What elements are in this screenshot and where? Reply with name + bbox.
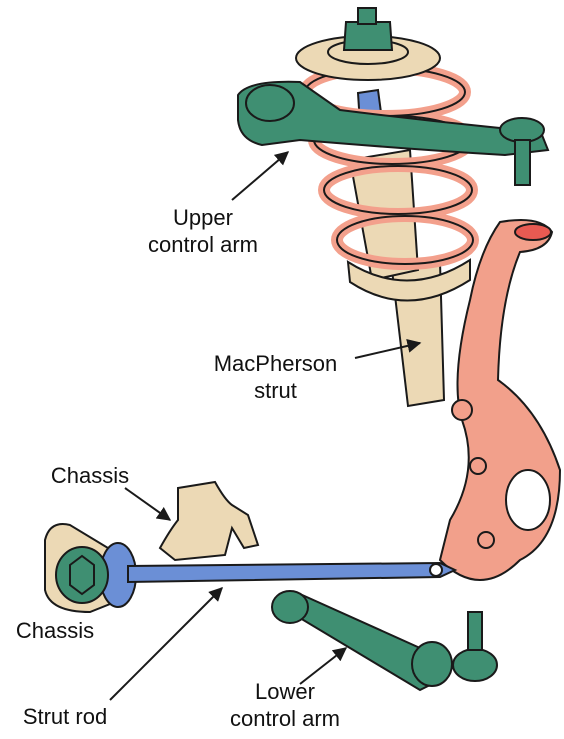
label-upper-line2: control arm	[118, 231, 288, 258]
arrow-chassis-top	[125, 488, 170, 520]
label-lower-line2: control arm	[200, 705, 370, 732]
lower-control-arm	[272, 591, 497, 690]
label-mac-line1: MacPherson	[188, 350, 363, 377]
strut-rod	[128, 563, 455, 582]
label-lower-control-arm: Lower control arm	[200, 678, 370, 732]
label-strut-rod: Strut rod	[0, 703, 130, 730]
chassis-bracket	[160, 482, 258, 560]
label-macpherson-strut: MacPherson strut	[188, 350, 363, 404]
upper-mount	[296, 8, 440, 80]
label-chassis-left: Chassis	[0, 617, 110, 644]
arrow-upper-control-arm	[232, 152, 288, 200]
strut-rod-end	[430, 564, 442, 576]
label-upper-control-arm: Upper control arm	[118, 204, 288, 258]
chassis-mount-left	[45, 524, 136, 612]
label-lower-line1: Lower	[200, 678, 370, 705]
label-mac-line2: strut	[188, 377, 363, 404]
label-upper-line1: Upper	[118, 204, 288, 231]
label-chassis-top: Chassis	[30, 462, 150, 489]
